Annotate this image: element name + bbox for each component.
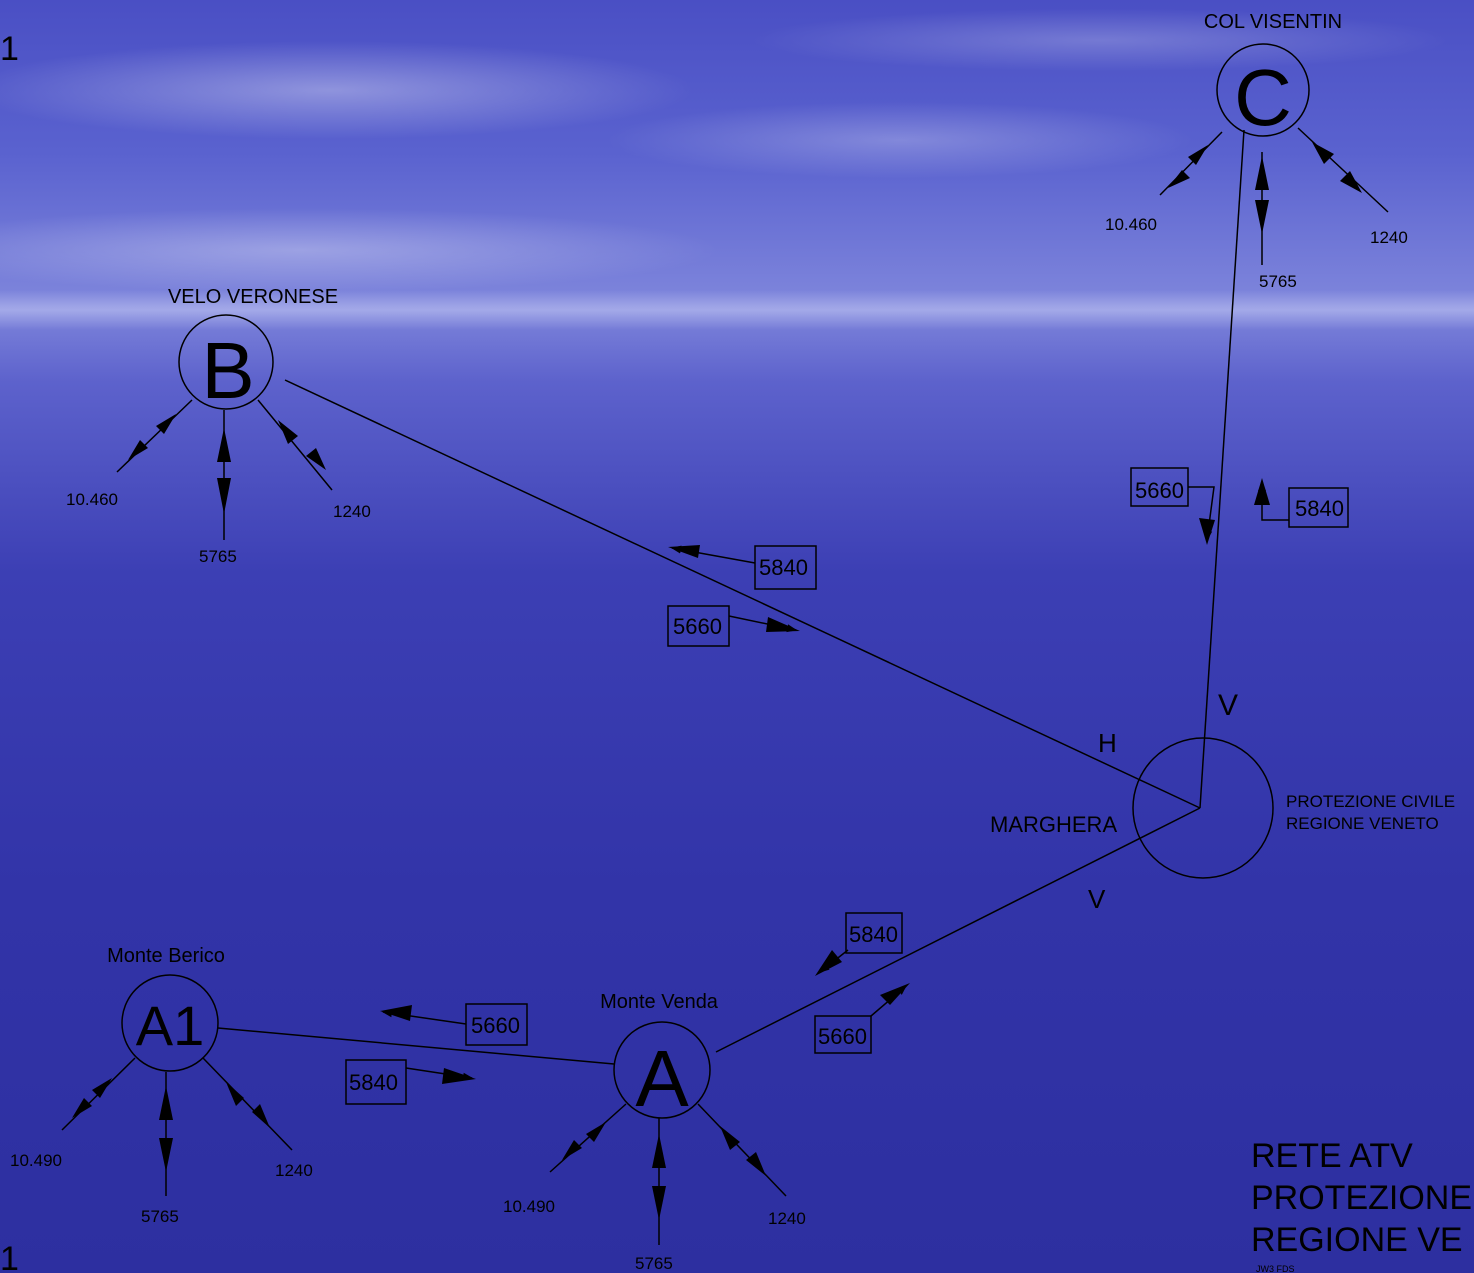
link-b-down-label: 5660 (673, 614, 722, 639)
title-line1: RETE ATV (1251, 1137, 1413, 1175)
node-b-name: VELO VERONESE (168, 286, 338, 308)
edge-mark-top: 1 (0, 30, 19, 68)
link-c-down-label: 5660 (1135, 478, 1184, 503)
node-a-name: Monte Venda (600, 991, 719, 1013)
link-b-up-label: 5840 (759, 555, 808, 580)
node-b-freq-right: 1240 (333, 502, 371, 521)
box-b-down (667, 605, 730, 647)
node-c-freq-left: 10.460 (1105, 215, 1157, 234)
node-a-freq-mid: 5765 (635, 1254, 673, 1273)
link-a-marghera (715, 807, 1201, 1053)
node-b-letter: B (201, 326, 254, 415)
link-a1-left-label: 5660 (471, 1013, 520, 1038)
link-c-marghera (1199, 129, 1245, 809)
node-a1: A1 Monte Berico 10.490 5765 1240 (10, 945, 313, 1226)
node-c: C COL VISENTIN 10.460 5765 1240 (1105, 11, 1408, 291)
marghera-side-line1: PROTEZIONE CIVILE (1286, 792, 1455, 811)
link-b-marghera (284, 379, 1201, 809)
box-c-up (1288, 487, 1349, 528)
box-a1-left (465, 1003, 528, 1046)
link-a-down-label: 5660 (818, 1024, 867, 1049)
pol-a-link: V (1088, 884, 1106, 914)
title-line2: PROTEZIONE (1251, 1179, 1472, 1217)
node-a: A Monte Venda 10.490 5765 1240 (503, 991, 806, 1273)
pol-c-link: V (1218, 689, 1238, 722)
pol-b-link: H (1098, 728, 1117, 758)
link-a1-a (217, 1027, 615, 1065)
horizon-glow (0, 290, 1474, 330)
node-a-freq-right: 1240 (768, 1209, 806, 1228)
node-a-letter: A (635, 1034, 689, 1123)
node-a1-freq-right: 1240 (275, 1161, 313, 1180)
link-a-up-label: 5840 (849, 922, 898, 947)
node-c-letter: C (1234, 53, 1292, 142)
link-a1-right-label: 5840 (349, 1070, 398, 1095)
node-a1-freq-left: 10.490 (10, 1151, 62, 1170)
link-c-up-label: 5840 (1295, 496, 1344, 521)
box-a1-right (345, 1059, 407, 1105)
edge-mark-bottom: 1 (0, 1240, 19, 1273)
node-c-freq-right: 1240 (1370, 228, 1408, 247)
node-a1-letter: A1 (136, 994, 205, 1057)
node-c-name: COL VISENTIN (1204, 11, 1342, 33)
sky-background (0, 0, 1474, 330)
node-b-freq-left: 10.460 (66, 490, 118, 509)
node-c-freq-mid: 5765 (1259, 272, 1297, 291)
marghera-label: MARGHERA (990, 812, 1117, 837)
node-b: B VELO VERONESE 10.460 5765 1240 (66, 286, 371, 566)
box-b-up (754, 545, 817, 590)
node-a-freq-left: 10.490 (503, 1197, 555, 1216)
title-footer: JW3 FDS (1256, 1264, 1295, 1273)
marghera-node (1132, 737, 1274, 879)
node-a1-freq-mid: 5765 (141, 1207, 179, 1226)
box-a-up (845, 912, 903, 954)
box-a-down (814, 1015, 872, 1054)
node-b-freq-mid: 5765 (199, 547, 237, 566)
marghera-side-line2: REGIONE VENETO (1286, 814, 1439, 833)
title-line3: REGIONE VE (1251, 1221, 1463, 1259)
node-a1-name: Monte Berico (107, 945, 225, 967)
